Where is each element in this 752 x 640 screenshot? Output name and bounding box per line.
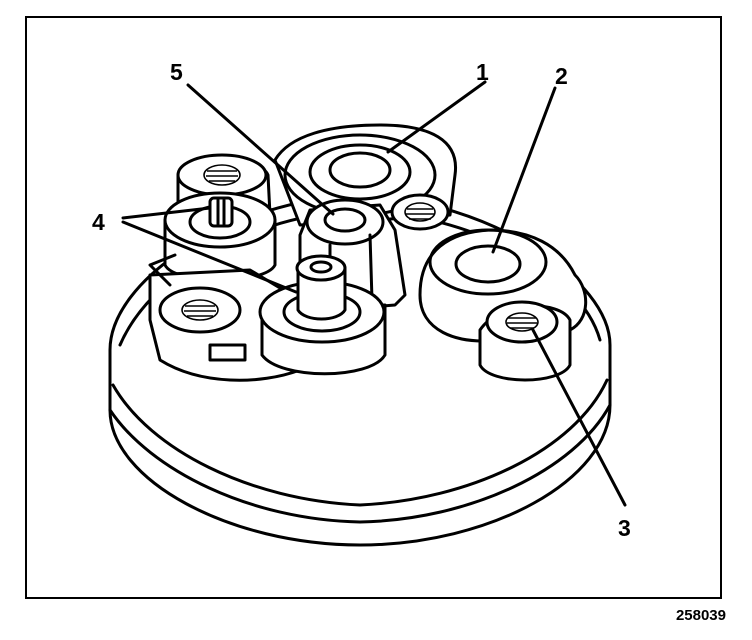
pressure-switch-lower <box>258 254 387 376</box>
mounting-boss-3 <box>478 300 572 382</box>
port-1-boss <box>283 133 437 217</box>
pressure-switch-upper <box>163 191 277 282</box>
callout-4: 4 <box>92 209 105 235</box>
callout-5: 5 <box>170 59 183 85</box>
callout-3: 3 <box>618 515 631 541</box>
callout-labels: 1 2 3 4 5 <box>92 59 631 541</box>
figure-number: 258039 <box>675 607 726 624</box>
right-bolt-boss <box>390 193 450 231</box>
callout-2: 2 <box>555 63 568 89</box>
leader-lines <box>121 80 627 507</box>
callout-1: 1 <box>476 59 489 85</box>
